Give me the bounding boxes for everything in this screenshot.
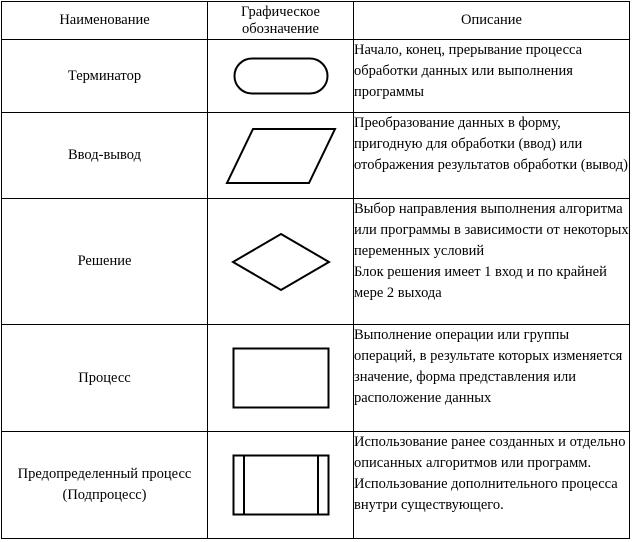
diamond-icon — [230, 232, 331, 291]
table-header-row: Наименование Графическое обозначение Опи… — [1, 1, 630, 40]
table-row: Предопределенный процесс (Подпроцесс) Ис… — [1, 431, 630, 539]
terminator-icon — [233, 57, 328, 95]
header-symbol: Графическое обозначение — [207, 1, 354, 40]
parallelogram-icon — [224, 127, 337, 184]
predefined-process-icon — [232, 454, 329, 516]
header-name: Наименование — [1, 1, 208, 40]
row-description: Выбор направления выполнения алгоритма и… — [353, 198, 630, 325]
row-name: Процесс — [1, 324, 208, 432]
table-row: Процесс Выполнение операции или группы о… — [1, 324, 630, 432]
row-description: Начало, конец, прерывание процесса обраб… — [353, 39, 630, 113]
row-description: Выполнение операции или группы операций,… — [353, 324, 630, 432]
table-row: Терминатор Начало, конец, прерывание про… — [1, 39, 630, 113]
rectangle-icon — [232, 347, 329, 409]
row-name: Ввод-вывод — [1, 112, 208, 199]
row-description: Преобразование данных в форму, пригодную… — [353, 112, 630, 199]
row-description: Использование ранее созданных и отдельно… — [353, 431, 630, 539]
row-name: Предопределенный процесс (Подпроцесс) — [1, 431, 208, 539]
header-description: Описание — [353, 1, 630, 40]
table-row: Решение Выбор направления выполнения алг… — [1, 198, 630, 325]
row-name: Решение — [1, 198, 208, 325]
table-row: Ввод-вывод Преобразование данных в форму… — [1, 112, 630, 199]
row-name: Терминатор — [1, 39, 208, 113]
